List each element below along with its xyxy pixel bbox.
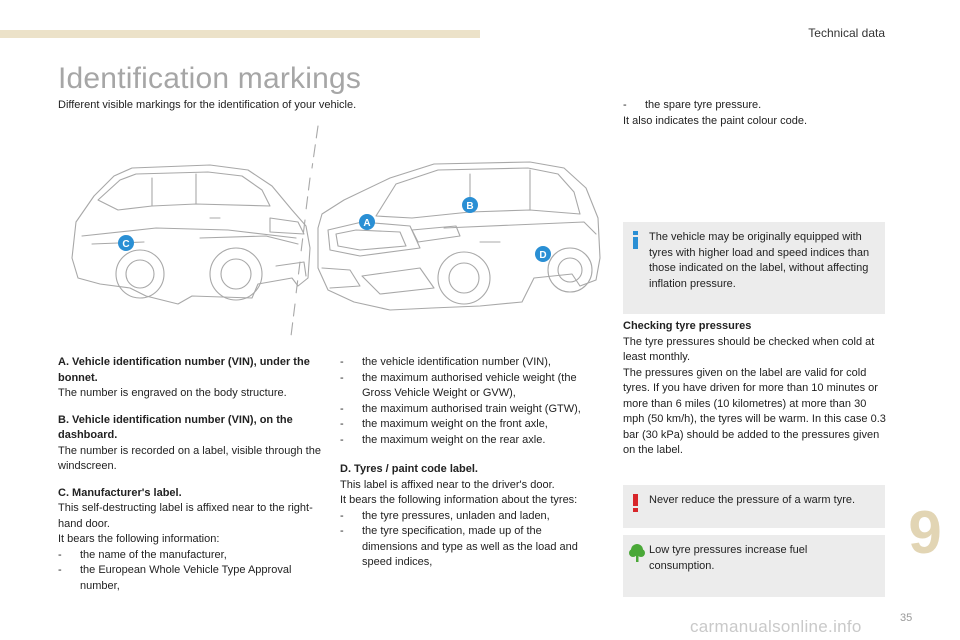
section-c: C. Manufacturer's label. This self-destr… <box>58 486 326 595</box>
list-item: the maximum authorised train weight (GTW… <box>340 402 590 418</box>
list-item: the name of the manufacturer, <box>58 548 326 564</box>
section-a-text: The number is engraved on the body struc… <box>58 387 287 399</box>
section-b: B. Vehicle identification number (VIN), … <box>58 413 326 475</box>
info-note-text: The vehicle may be originally equipped w… <box>649 231 870 290</box>
section-checking: Checking tyre pressures The tyre pressur… <box>623 319 888 459</box>
chapter-number: 9 <box>908 499 942 566</box>
checking-title: Checking tyre pressures <box>623 320 752 332</box>
warning-icon <box>633 494 638 512</box>
list-item: the tyre pressures, unladen and laden, <box>340 509 590 525</box>
list-item: the maximum authorised vehicle weight (t… <box>340 371 590 402</box>
list-item: the European Whole Vehicle Type Approval… <box>58 563 326 594</box>
section-c-list-continued: the vehicle identification number (VIN),… <box>340 355 590 448</box>
page-number: 35 <box>900 612 913 624</box>
section-title: Technical data <box>808 26 885 40</box>
section-d-title: D. Tyres / paint code label. <box>340 463 478 475</box>
list-item: the spare tyre pressure. <box>623 98 888 114</box>
section-d-list-continued: the spare tyre pressure. <box>623 98 888 114</box>
svg-text:B: B <box>466 201 473 212</box>
section-d-text: It bears the following information about… <box>340 494 578 506</box>
list-item: the maximum weight on the rear axle. <box>340 433 590 449</box>
marker-d: D <box>535 246 551 262</box>
page-heading: Identification markings <box>58 62 362 95</box>
marker-b: B <box>462 197 478 213</box>
section-c-text: It bears the following information: <box>58 533 220 545</box>
marker-a: A <box>359 214 375 230</box>
checking-text: The tyre pressures should be checked whe… <box>623 335 875 364</box>
section-c-continued: the vehicle identification number (VIN),… <box>340 355 590 448</box>
list-item: the tyre specification, made up of the d… <box>340 524 590 571</box>
watermark: carmanualsonline.info <box>690 617 862 636</box>
intro-text: Different visible markings for the ident… <box>58 99 357 111</box>
column-left: A. Vehicle identification number (VIN), … <box>58 355 326 605</box>
section-a-title: A. Vehicle identification number (VIN), … <box>58 356 310 384</box>
header-accent-bar <box>0 30 480 38</box>
checking-text: The pressures given on the label are val… <box>623 366 886 457</box>
info-note: The vehicle may be originally equipped w… <box>623 222 885 314</box>
section-c-title: C. Manufacturer's label. <box>58 486 182 499</box>
section-d: D. Tyres / paint code label. This label … <box>340 462 590 571</box>
section-b-text: The number is recorded on a label, visib… <box>58 444 321 473</box>
warning-note-text: Never reduce the pressure of a warm tyre… <box>649 494 856 506</box>
eco-note-text: Low tyre pressures increase fuel consump… <box>649 544 808 572</box>
eco-note: Low tyre pressures increase fuel consump… <box>623 535 885 597</box>
column-middle: the vehicle identification number (VIN),… <box>340 355 590 582</box>
section-a: A. Vehicle identification number (VIN), … <box>58 355 326 402</box>
section-b-title: B. Vehicle identification number (VIN), … <box>58 413 293 442</box>
column-right: the spare tyre pressure. It also indicat… <box>623 98 888 129</box>
section-d-text: This label is affixed near to the driver… <box>340 478 555 491</box>
list-item: the vehicle identification number (VIN), <box>340 355 590 371</box>
warning-note: Never reduce the pressure of a warm tyre… <box>623 485 885 528</box>
section-d-paint-text: It also indicates the paint colour code. <box>623 114 808 127</box>
list-item: the maximum weight on the front axle, <box>340 417 590 433</box>
svg-text:D: D <box>539 250 546 261</box>
vehicle-illustration: C A B D <box>71 125 601 337</box>
eco-tree-icon <box>629 544 645 562</box>
section-d-list: the tyre pressures, unladen and laden, t… <box>340 509 590 571</box>
svg-text:C: C <box>122 239 129 250</box>
section-c-text: This self-destructing label is affixed n… <box>58 502 313 530</box>
section-c-list: the name of the manufacturer, the Europe… <box>58 548 326 595</box>
svg-text:A: A <box>363 218 370 229</box>
marker-c: C <box>118 235 134 251</box>
info-icon <box>633 231 638 249</box>
